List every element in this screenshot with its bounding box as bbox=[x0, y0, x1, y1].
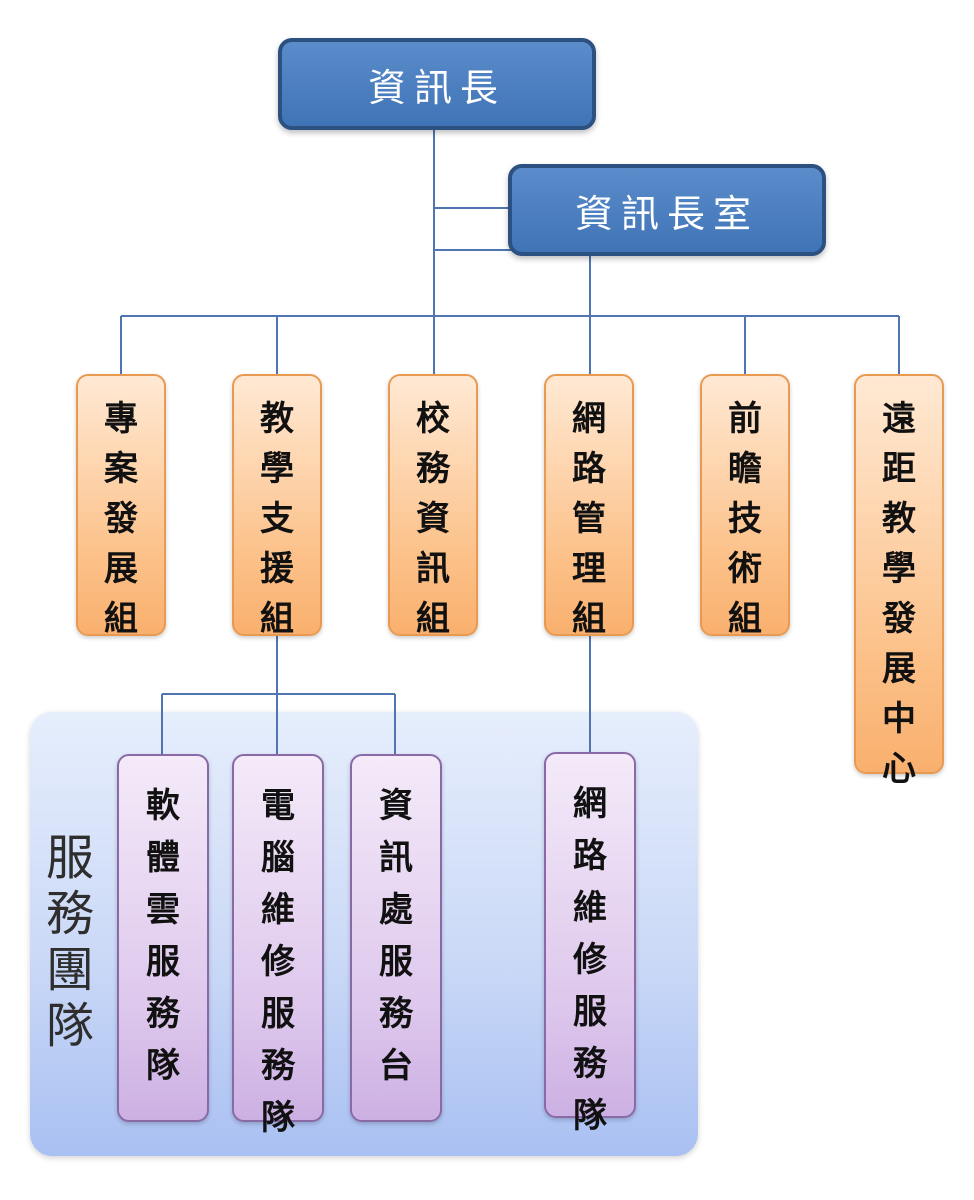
service-teams-title: 服務團隊 bbox=[45, 830, 94, 1054]
unit-label: 網路管理組 bbox=[572, 399, 606, 639]
team-label: 電腦維修服務隊 bbox=[261, 786, 295, 1138]
unit-advanced-technology: 前瞻技術組 bbox=[700, 374, 790, 639]
unit-label: 專案發展組 bbox=[104, 399, 138, 639]
unit-project-development: 專案發展組 bbox=[76, 374, 166, 639]
unit-label: 教學支援組 bbox=[260, 399, 294, 639]
team-software-cloud: 軟體雲服務隊 bbox=[117, 754, 209, 1122]
unit-label: 前瞻技術組 bbox=[728, 399, 762, 639]
ceo-office-box: 資訊長室 bbox=[508, 164, 826, 256]
team-service-desk: 資訊處服務台 bbox=[350, 754, 442, 1122]
unit-teaching-support: 教學支援組 bbox=[232, 374, 322, 639]
unit-distance-learning-center: 遠距教學發展中心 bbox=[854, 374, 944, 789]
team-network-repair: 網路維修服務隊 bbox=[544, 752, 636, 1136]
unit-network-management: 網路管理組 bbox=[544, 374, 634, 639]
team-label: 軟體雲服務隊 bbox=[146, 786, 180, 1086]
team-computer-repair: 電腦維修服務隊 bbox=[232, 754, 324, 1138]
unit-label: 校務資訊組 bbox=[416, 399, 450, 639]
unit-school-information: 校務資訊組 bbox=[388, 374, 478, 639]
team-label: 網路維修服務隊 bbox=[573, 784, 607, 1136]
team-label: 資訊處服務台 bbox=[379, 786, 413, 1086]
ceo-box: 資訊長 bbox=[278, 38, 596, 130]
unit-label: 遠距教學發展中心 bbox=[882, 399, 916, 789]
